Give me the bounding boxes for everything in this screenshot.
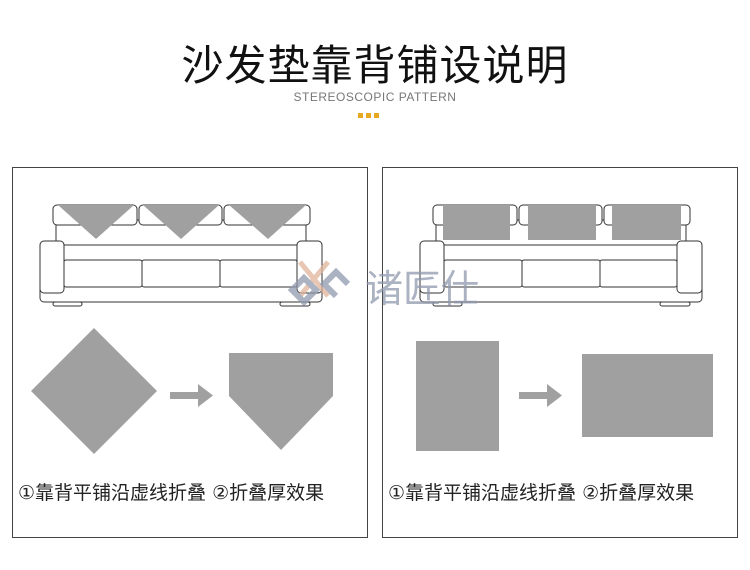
left-panel-frame <box>12 167 368 538</box>
flat-rectangle <box>416 341 499 451</box>
page-subtitle: STEREOSCOPIC PATTERN <box>293 90 457 104</box>
folded-rectangle <box>582 354 713 437</box>
page-title: 沙发垫靠背铺设说明 <box>181 41 569 90</box>
folded-rectangles <box>443 205 681 240</box>
right-panel-caption: ①靠背平铺沿虚线折叠 ②折叠厚效果 <box>388 482 695 504</box>
watermark-text: 诸匠仕 <box>365 267 480 311</box>
right-panel-frame <box>382 167 738 538</box>
folded-pentagon <box>229 353 333 450</box>
flat-diamond <box>31 328 157 454</box>
watermark-logo <box>287 260 351 307</box>
accent-dots <box>358 113 379 118</box>
folded-triangles <box>58 205 306 239</box>
left-panel-caption: ①靠背平铺沿虚线折叠 ②折叠厚效果 <box>18 482 325 504</box>
arrow-icon <box>170 384 213 407</box>
arrow-icon <box>519 384 562 407</box>
